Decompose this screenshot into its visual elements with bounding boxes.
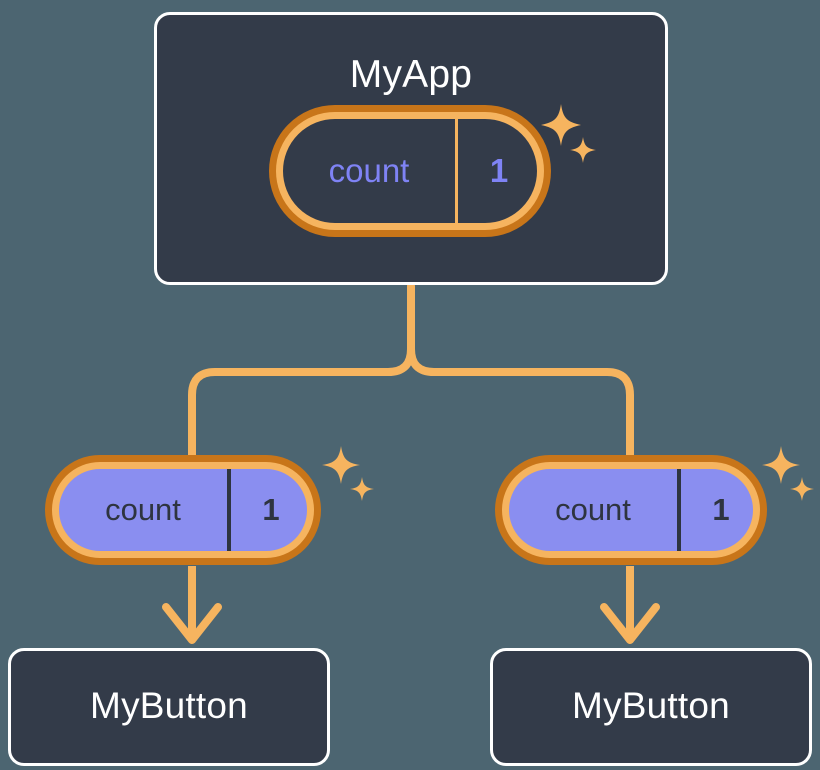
connector-branch-left	[188, 345, 415, 462]
prop-pill-count-right[interactable]: count 1	[502, 462, 760, 558]
sparkle-icon-right	[762, 446, 814, 504]
component-card-mybutton-left[interactable]: MyButton	[8, 648, 330, 766]
component-label-mybutton-left: MyButton	[90, 685, 248, 726]
state-pill-count-root[interactable]: count 1	[276, 112, 544, 230]
prop-pill-key: count	[555, 492, 631, 527]
state-pill-key: count	[328, 152, 410, 189]
prop-pill-key: count	[105, 492, 181, 527]
prop-pill-value: 1	[227, 469, 307, 551]
connector-branch-right	[407, 345, 634, 462]
prop-pill-count-left[interactable]: count 1	[52, 462, 314, 558]
prop-pill-value: 1	[677, 469, 753, 551]
component-label-myapp: MyApp	[349, 53, 473, 96]
component-label-mybutton-right: MyButton	[572, 685, 730, 726]
component-card-mybutton-right[interactable]: MyButton	[490, 648, 812, 766]
arrow-head-right	[600, 603, 660, 644]
sparkle-icon-left	[322, 446, 374, 504]
arrow-head-left	[162, 603, 222, 644]
state-pill-value: 1	[455, 119, 537, 223]
